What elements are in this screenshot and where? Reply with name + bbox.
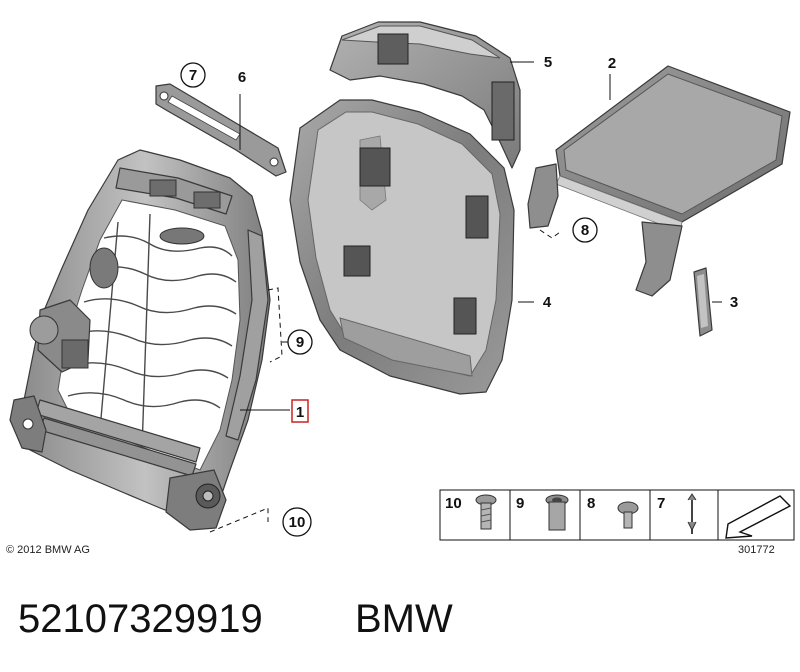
rivet-nut-icon [545,494,569,531]
callout-4: 4 [543,294,552,311]
brand-name: BMW [355,597,453,641]
seat-back-shell [289,99,515,395]
copyright-text: © 2012 BMW AG [6,544,90,556]
callout-10: 10 [289,514,306,531]
top-trim-cover [329,21,521,169]
rear-panel [527,65,791,297]
callout-3: 3 [730,294,738,311]
pan-head-screw-icon [617,501,639,529]
seat-back-frame [9,149,271,531]
legend-number-8: 8 [587,495,595,512]
callouts: 1 2 3 4 5 6 7 8 9 10 [180,54,738,537]
trim-strip [693,267,713,337]
legend-number-9: 9 [516,495,524,512]
direction-arrow-icon [725,495,792,539]
callout-2: 2 [608,55,616,72]
callout-6: 6 [238,69,246,86]
callout-1: 1 [296,404,304,421]
callout-1-highlight-box [291,399,309,423]
clip-pin-icon [687,493,697,534]
leader-lines [209,61,722,533]
callout-8: 8 [581,222,589,239]
fastener-legend: 10 9 8 7 [439,489,795,541]
legend-number-7: 7 [657,495,665,512]
callout-7: 7 [189,67,197,84]
callout-5: 5 [544,54,552,71]
button-head-screw-icon [475,494,497,530]
mounting-bracket [155,83,287,177]
callout-9: 9 [296,334,304,351]
part-number: 52107329919 [18,597,263,641]
diagram-number: 301772 [738,544,775,556]
legend-number-10: 10 [445,495,462,512]
